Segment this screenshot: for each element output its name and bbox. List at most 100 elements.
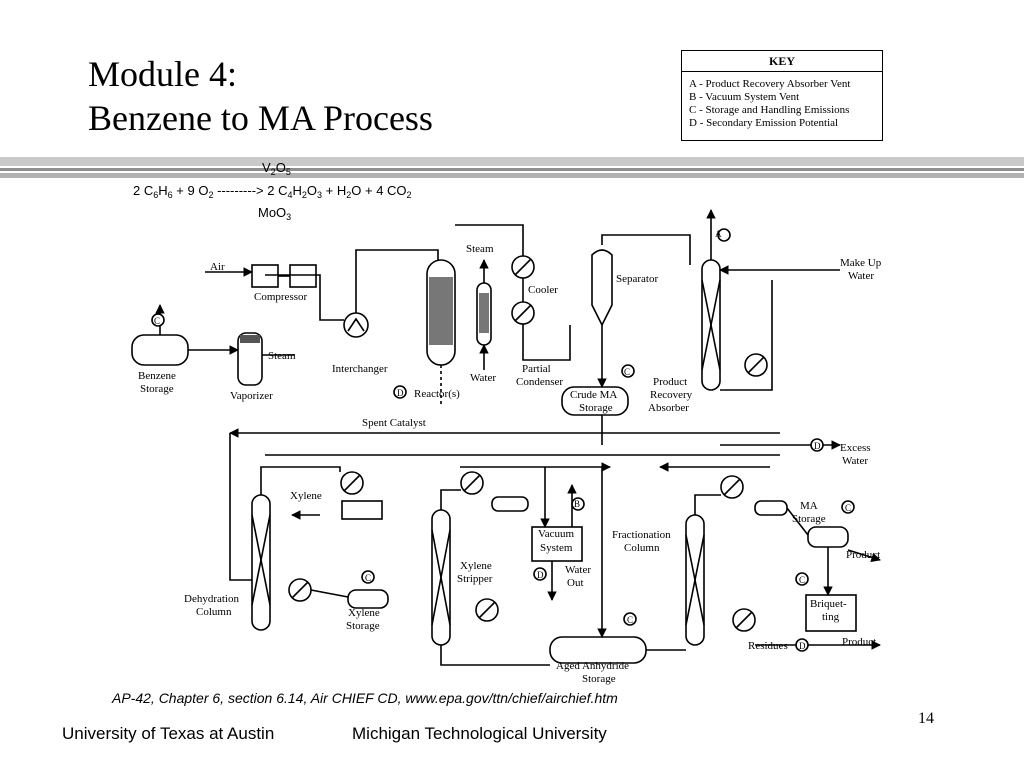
label-ma-storage: Storage: [792, 513, 826, 525]
label-make-up-water: Water: [848, 270, 874, 282]
label-briquet: Briquet-: [810, 598, 847, 610]
label-make-up: Make Up: [840, 257, 882, 269]
label-crude-ma-storage: Storage: [579, 402, 613, 414]
label-excess: Excess: [840, 442, 871, 454]
header-lines: [229, 415, 841, 472]
reaction-text: 2 C6H6 + 9 O2 ---------> 2 C4H2O3 + H2O …: [133, 183, 412, 200]
marker-d-excess-water: D: [814, 441, 821, 451]
marker-c-xylene: C: [365, 573, 372, 583]
absorber-column: [701, 209, 840, 391]
label-separator: Separator: [616, 273, 659, 285]
key-item-c: C - Storage and Handling Emissions: [689, 104, 850, 116]
xylene-stripper-column: [431, 471, 550, 666]
key-item-d: D - Secondary Emission Potential: [689, 117, 839, 129]
label-out: Out: [567, 577, 584, 589]
label-interchanger: Interchanger: [332, 363, 388, 375]
marker-c-crude-ma: C: [624, 367, 631, 377]
label-dehydration-column: Column: [196, 606, 232, 618]
label-dehydration: Dehydration: [184, 593, 239, 605]
label-fractionation-column: Column: [624, 542, 660, 554]
label-recovery: Recovery: [650, 389, 693, 401]
interchanger-exchanger: [265, 249, 439, 338]
process-flow-diagram: [131, 209, 881, 666]
marker-b-vacuum-vent: B: [574, 499, 581, 509]
label-reactors: Reactor(s): [414, 388, 460, 400]
title-line-2: Benzene to MA Process: [88, 98, 433, 138]
label-excess-water: Water: [842, 455, 868, 467]
source-citation: AP-42, Chapter 6, section 6.14, Air CHIE…: [112, 690, 618, 706]
label-ma: MA: [800, 500, 818, 512]
dehydration-column: [229, 433, 383, 631]
catalyst-bottom-text: MoO3: [258, 205, 292, 222]
label-fractionation: Fractionation: [612, 529, 671, 541]
vacuum-system-box: [531, 467, 585, 601]
catalyst-top-text: V2O5: [262, 160, 291, 177]
label-spent-catalyst: Spent Catalyst: [362, 417, 426, 429]
label-xylene: Xylene: [290, 490, 322, 502]
crude-ma-storage-tank: [561, 325, 635, 416]
label-aged-anhydride-storage: Storage: [582, 673, 616, 685]
xylene-storage-tank: [310, 570, 389, 609]
label-product-ma: Product: [846, 549, 881, 561]
page-number: 14: [918, 710, 934, 727]
key-item-b: B - Vacuum System Vent: [689, 91, 800, 103]
divider-medium: [0, 173, 1024, 178]
divider-dark: [0, 168, 1024, 171]
separator-vessel: [591, 234, 691, 327]
vaporizer-vessel: [188, 332, 295, 386]
reaction-equation: 2 C6H6 + 9 O2 ---------> 2 C4H2O3 + H2O …: [133, 183, 412, 200]
label-cooler: Cooler: [528, 284, 558, 296]
divider-light: [0, 157, 1024, 166]
marker-d-spent-catalyst: D: [397, 388, 404, 398]
label-water-out: Water: [565, 564, 591, 576]
emission-key: KEY A - Product Recovery Absorber Vent B…: [681, 50, 883, 141]
key-heading: KEY: [682, 51, 882, 72]
marker-a-absorber-vent: A: [715, 229, 722, 239]
label-xylene-stripper: Xylene: [460, 560, 492, 572]
label-ting: ting: [822, 611, 840, 623]
reactor-vessel: [393, 259, 456, 405]
catalyst-top: V2O5: [262, 160, 291, 177]
marker-d-residues: D: [799, 641, 806, 651]
label-aged-anhydride: Aged Anhydride: [556, 660, 630, 672]
label-condenser: Condenser: [516, 376, 564, 388]
slide-title: Module 4: Benzene to MA Process: [88, 52, 433, 140]
ma-storage-tank: [786, 500, 881, 563]
cooler-exchangers: [455, 224, 571, 361]
title-line-1: Module 4:: [88, 54, 237, 94]
label-vacuum: Vacuum: [538, 528, 575, 540]
label-steam: Steam: [466, 243, 494, 255]
briquetting-box: [755, 547, 881, 652]
label-steam-vaporizer: Steam: [268, 350, 296, 362]
benzene-storage-tank: [131, 304, 189, 366]
marker-c-ma-storage: C: [845, 503, 852, 513]
marker-d-water-out: D: [537, 570, 544, 580]
marker-c-anhydride: C: [627, 615, 634, 625]
label-xylene-storage-2: Storage: [346, 620, 380, 632]
label-compressor: Compressor: [254, 291, 308, 303]
label-xylene-storage: Xylene: [348, 607, 380, 619]
label-partial: Partial: [522, 363, 551, 375]
label-absorber: Absorber: [648, 402, 689, 414]
label-water: Water: [470, 372, 496, 384]
label-stripper: Stripper: [457, 573, 493, 585]
label-benzene: Benzene: [138, 370, 176, 382]
key-item-a: A - Product Recovery Absorber Vent: [689, 78, 851, 90]
label-product-briquet: Product: [842, 636, 877, 648]
catalyst-bottom: MoO3: [258, 205, 292, 222]
label-residues: Residues: [748, 640, 788, 652]
label-benzene-storage: Storage: [140, 383, 174, 395]
marker-c-briquetting: C: [799, 575, 806, 585]
compressor-unit: [205, 264, 317, 288]
label-product: Product: [653, 376, 688, 388]
fractionation-column: [646, 475, 788, 651]
label-vacuum-system: System: [540, 542, 573, 554]
marker-c-benzene: C: [154, 316, 161, 326]
label-air: Air: [210, 261, 225, 273]
footer-right: Michigan Technological University: [352, 724, 607, 743]
label-crude-ma: Crude MA: [570, 389, 618, 401]
label-vaporizer: Vaporizer: [230, 390, 273, 402]
steam-drum: [476, 259, 492, 370]
footer-left: University of Texas at Austin: [62, 724, 275, 743]
